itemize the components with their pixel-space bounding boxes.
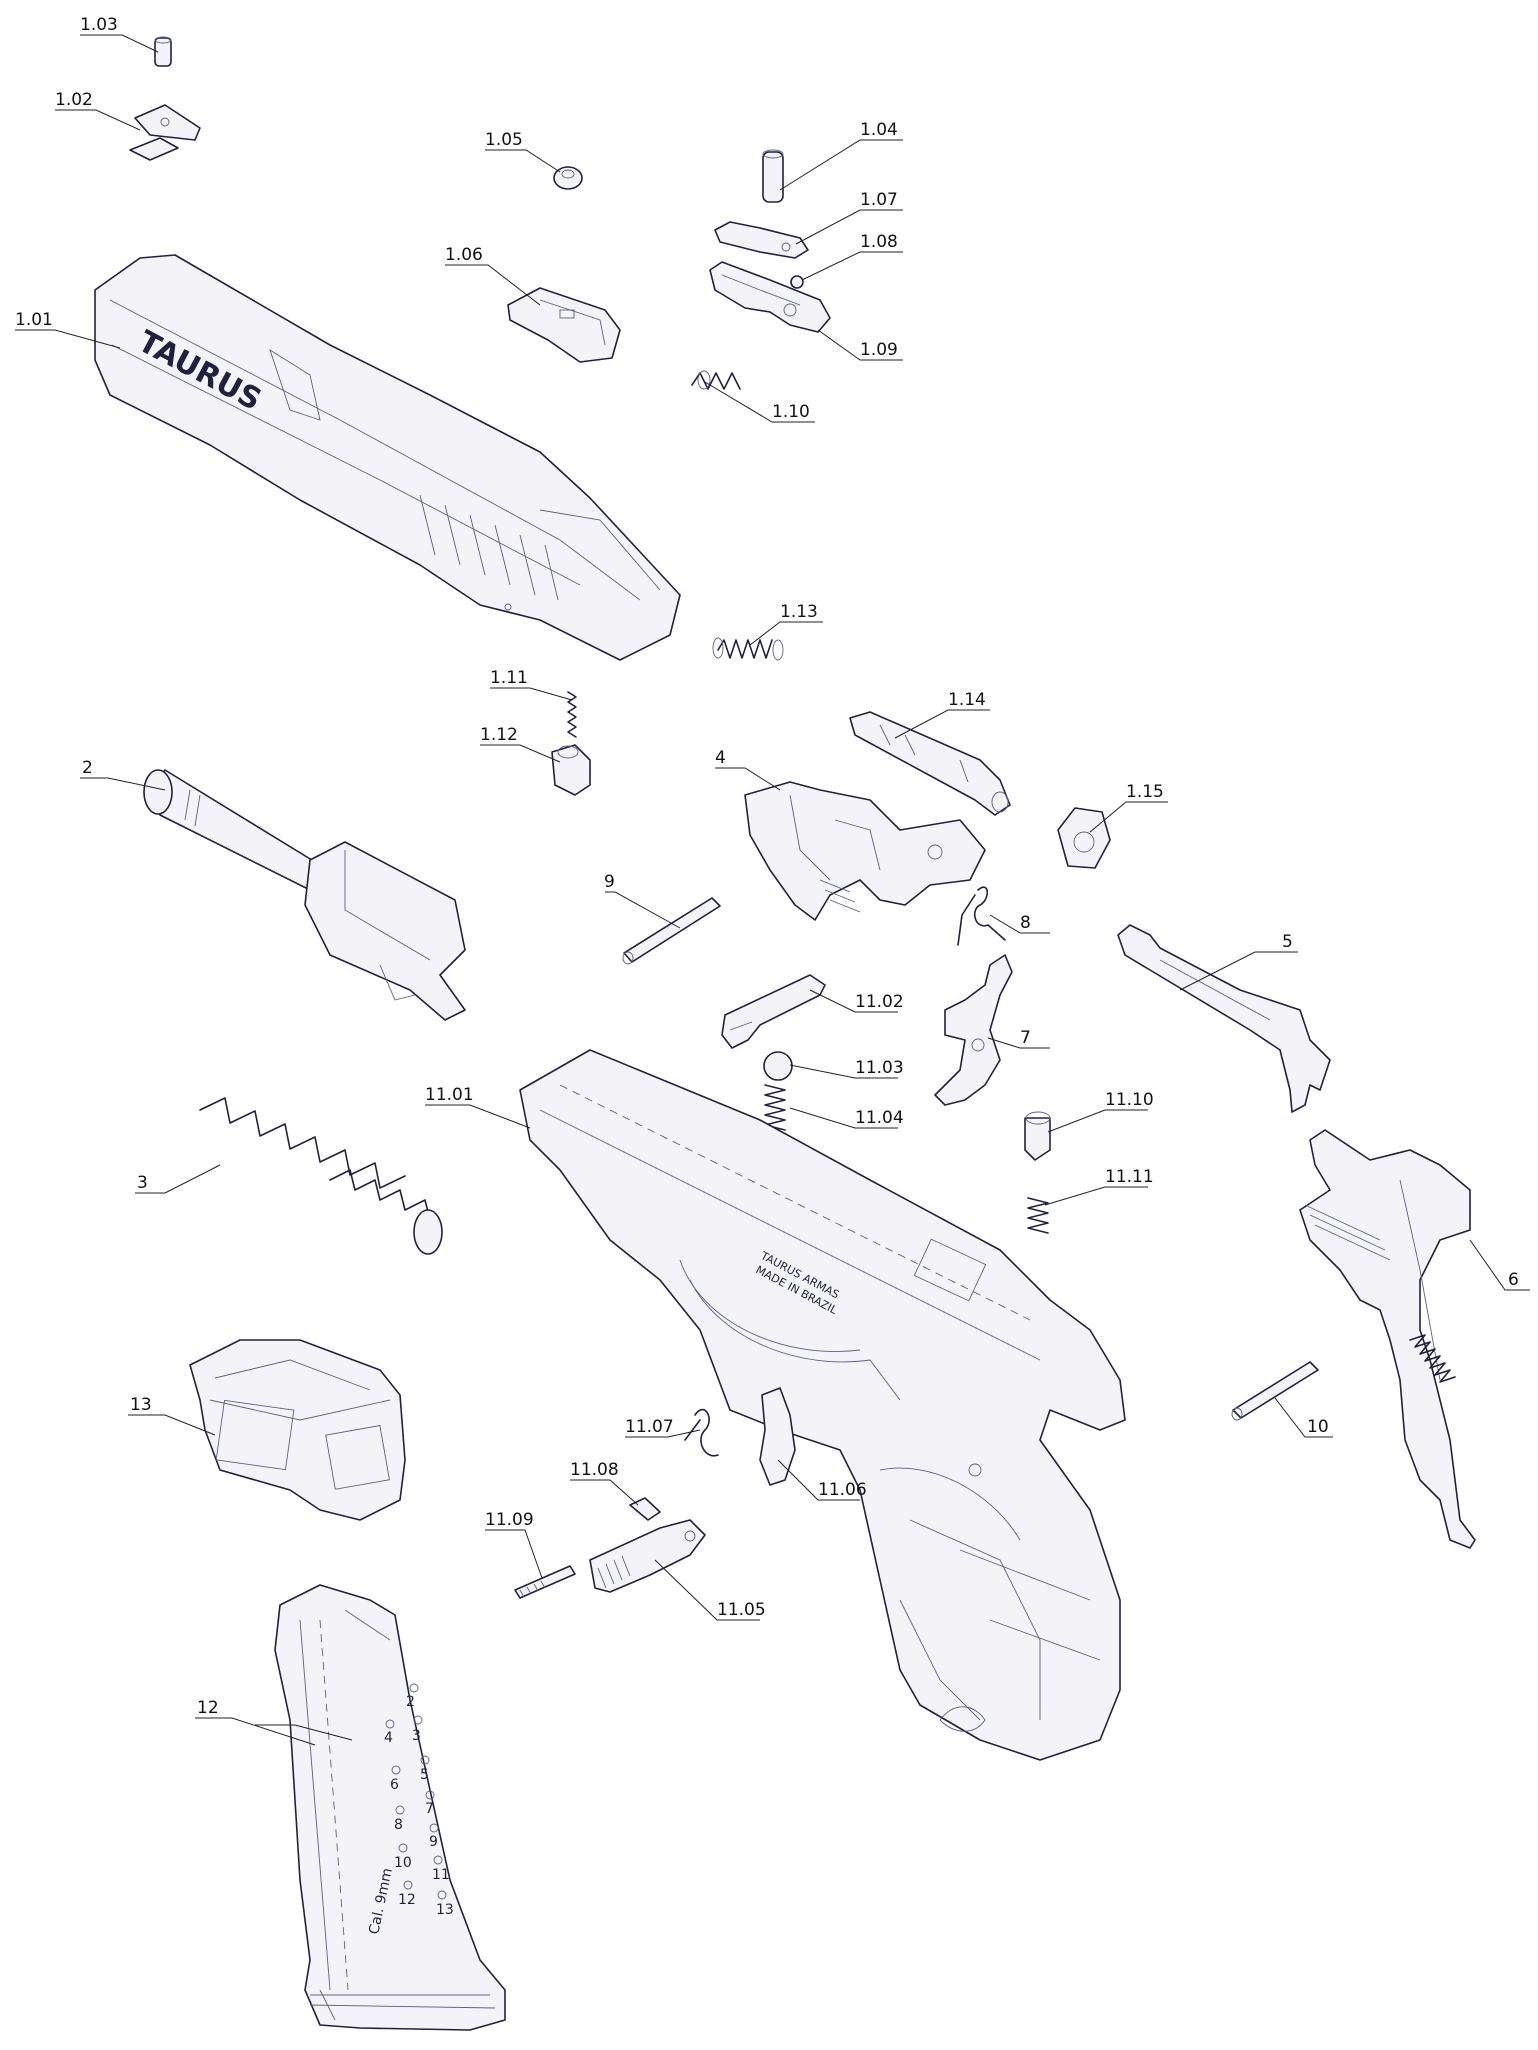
- part-11-07-spring: [684, 1408, 719, 1457]
- callout-7: 7: [1020, 1028, 1031, 1048]
- callout-1-11: 1.11: [490, 668, 528, 688]
- callout-11-08: 11.08: [570, 1460, 619, 1480]
- part-1-01-slide: TAURUS: [94, 254, 681, 661]
- callout-11-04: 11.04: [855, 1108, 904, 1128]
- part-11-04-spring: [764, 1084, 786, 1131]
- part-1-15-end-cap: [1057, 807, 1111, 869]
- part-11-10-plunger: [1024, 1111, 1051, 1161]
- callout-4: 4: [715, 748, 726, 768]
- callout-1-05: 1.05: [485, 130, 523, 150]
- callout-3: 3: [137, 1173, 148, 1193]
- part-11-03-cap: [763, 1051, 793, 1081]
- callout-1-15: 1.15: [1126, 782, 1164, 802]
- round-count-8: 8: [394, 1817, 403, 1833]
- part-4-trigger-housing: [744, 781, 986, 921]
- part-6-trigger-mechanism: [1299, 1129, 1476, 1549]
- callout-1-10: 1.10: [772, 402, 810, 422]
- part-1-03-pin: [154, 36, 172, 67]
- callout-9: 9: [604, 872, 615, 892]
- callout-1-08: 1.08: [860, 232, 898, 252]
- part-7-trigger: [934, 954, 1013, 1106]
- callout-1-12: 1.12: [480, 725, 518, 745]
- part-1-08-screw: [790, 275, 804, 289]
- callout-1-04: 1.04: [860, 120, 898, 140]
- callout-6: 6: [1508, 1270, 1519, 1290]
- part-11-02-slide-stop: [721, 974, 826, 1049]
- callout-5: 5: [1282, 932, 1293, 952]
- part-10-pin: [1231, 1361, 1319, 1421]
- callout-11-10: 11.10: [1105, 1090, 1154, 1110]
- part-1-14-striker: [849, 711, 1011, 816]
- callout-1-14: 1.14: [948, 690, 986, 710]
- round-count-4: 4: [384, 1730, 393, 1746]
- round-count-11: 11: [432, 1867, 450, 1883]
- callout-1-13: 1.13: [780, 602, 818, 622]
- part-8-torsion-spring: [957, 886, 1006, 946]
- part-1-07-plate: [714, 221, 809, 259]
- part-1-05-nut: [553, 166, 583, 190]
- callout-1-06: 1.06: [445, 245, 483, 265]
- part-9-pin: [622, 897, 721, 965]
- callout-leaders: [15, 34, 1530, 1746]
- part-2-barrel: [143, 769, 466, 1021]
- callout-11-02: 11.02: [855, 992, 904, 1012]
- part-11-01-frame: TAURUS ARMAS MADE IN BRAZIL: [519, 1049, 1126, 1761]
- callout-1-01: 1.01: [15, 310, 53, 330]
- part-1-04-pin: [762, 149, 784, 203]
- callout-11-05: 11.05: [717, 1600, 766, 1620]
- part-12-magazine: 2 3 4 5 6 7 8 9 10 11 12 13 Cal. 9mm: [274, 1584, 506, 2031]
- callout-12: 12: [197, 1698, 219, 1718]
- callout-labels: 1.03 1.02 1.05 1.04 1.07 1.08 1.09 1.10 …: [15, 15, 1519, 1718]
- part-11-11-spring: [1027, 1197, 1049, 1234]
- magazine-round-count-labels: 2 3 4 5 6 7 8 9 10 11 12 13: [384, 1694, 454, 1918]
- callout-11-03: 11.03: [855, 1058, 904, 1078]
- callout-8: 8: [1020, 913, 1031, 933]
- part-3-recoil-spring: [199, 1097, 443, 1255]
- callout-11-11: 11.11: [1105, 1167, 1154, 1187]
- part-1-10-spring: [691, 370, 741, 390]
- part-11-05-takedown: [589, 1519, 706, 1593]
- callout-11-01: 11.01: [425, 1085, 474, 1105]
- callout-1-09: 1.09: [860, 340, 898, 360]
- magazine-witness-holes: [385, 1683, 447, 1900]
- callout-1-07: 1.07: [860, 190, 898, 210]
- callout-11-07: 11.07: [625, 1417, 674, 1437]
- part-11-08-pin: [629, 1497, 661, 1521]
- round-count-12: 12: [398, 1892, 416, 1908]
- part-1-02-rear-sight: [129, 104, 201, 161]
- round-count-3: 3: [412, 1728, 421, 1744]
- callout-1-02: 1.02: [55, 90, 93, 110]
- callout-10: 10: [1307, 1417, 1329, 1437]
- round-count-5: 5: [420, 1767, 429, 1783]
- round-count-10: 10: [394, 1855, 412, 1871]
- part-5-trigger-bar: [1117, 924, 1331, 1113]
- round-count-2: 2: [406, 1694, 415, 1710]
- round-count-6: 6: [390, 1777, 399, 1793]
- callout-11-06: 11.06: [818, 1480, 867, 1500]
- part-1-12-plunger: [551, 744, 591, 796]
- part-13-magazine-base: [189, 1339, 406, 1521]
- part-1-06-sight-block: [507, 287, 621, 363]
- callout-1-03: 1.03: [80, 15, 118, 35]
- part-11-09-pin: [514, 1565, 576, 1599]
- round-count-9: 9: [429, 1834, 438, 1850]
- part-1-09-extractor: [709, 261, 831, 333]
- part-11-06-ejector: [759, 1387, 796, 1486]
- round-count-13: 13: [436, 1902, 454, 1918]
- round-count-7: 7: [425, 1801, 434, 1817]
- callout-2: 2: [82, 758, 93, 778]
- part-1-13-spring: [712, 637, 784, 661]
- callout-11-09: 11.09: [485, 1510, 534, 1530]
- callout-13: 13: [130, 1395, 152, 1415]
